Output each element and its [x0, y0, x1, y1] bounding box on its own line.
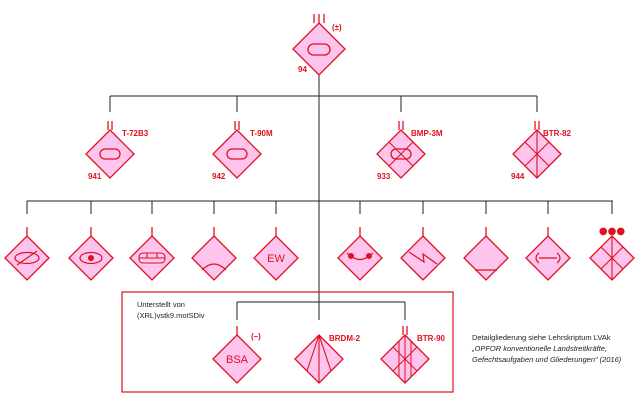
unit-diamond [337, 235, 383, 281]
note-line3: Gefechtsaufgaben und Gliederungen“ (2016… [472, 355, 622, 364]
unit-diamond [292, 22, 346, 76]
root-number: 94 [298, 65, 307, 74]
company-6[interactable] [337, 227, 383, 281]
connector-lines [26, 69, 613, 320]
battalion-t72b3[interactable]: T-72B3 941 [85, 121, 149, 181]
battalion-number: 941 [88, 172, 102, 181]
unit-diamond [463, 235, 509, 281]
battalion-designation: T-72B3 [122, 129, 149, 138]
subordinated-label-line1: Unterstellt von [137, 300, 185, 309]
company-2[interactable] [68, 227, 114, 281]
battalion-number: 944 [511, 172, 525, 181]
unit-diamond [212, 334, 262, 384]
bsa-label: BSA [226, 354, 249, 366]
company-5[interactable]: EW [253, 227, 299, 281]
battalion-btr82[interactable]: BTR-82 944 [511, 121, 572, 181]
signal-zigzag-icon [408, 251, 438, 265]
unit-btr90[interactable]: BTR-90 [380, 326, 446, 384]
root-modifier: (±) [332, 23, 342, 32]
transport-rect-icon [138, 252, 166, 264]
unit-diamond [253, 235, 299, 281]
company-8[interactable] [463, 227, 509, 281]
battalion-designation: BTR-82 [543, 129, 572, 138]
battalion-bmp3m[interactable]: BMP-3M 933 [376, 121, 443, 181]
maintenance-wrench-icon [535, 252, 561, 264]
ifv-oval-cross-icon [388, 141, 414, 167]
battalion-designation: BMP-3M [411, 129, 443, 138]
arc-icon [201, 263, 227, 271]
echelon-battalion-icon [402, 326, 408, 335]
echelon-platoon-icon: ●●● [599, 226, 625, 237]
echelon-battalion-icon [234, 121, 240, 130]
battalion-number: 942 [212, 172, 226, 181]
unit-designation: BTR-90 [417, 334, 446, 343]
hq-oval-dot-icon [79, 251, 103, 265]
apc-cross-icon [524, 130, 550, 178]
echelon-battalion-icon [534, 121, 540, 130]
company-4[interactable] [191, 227, 237, 281]
note-line2: „OPFOR konventionelle Landstreitkräfte, [471, 344, 607, 353]
company-1[interactable] [4, 227, 50, 281]
echelon-battalion-icon [398, 121, 404, 130]
tank-oval-icon [226, 148, 248, 160]
echelon-regiment-icon [313, 14, 325, 23]
unit-designation: BRDM-2 [329, 334, 361, 343]
armoured-infantry-oval-icon [307, 43, 331, 56]
battalion-number: 933 [377, 172, 391, 181]
subordinated-box-frame [121, 291, 454, 393]
company-7[interactable] [400, 227, 446, 281]
company-10[interactable]: ●●● [589, 226, 635, 281]
root-unit[interactable]: (±) 94 [292, 14, 346, 76]
company-9[interactable] [525, 227, 571, 281]
recon-fan-icon [306, 334, 332, 383]
unit-brdm2[interactable]: BRDM-2 [294, 334, 361, 384]
unit-diamond [212, 129, 262, 179]
engineer-oval-slash-icon [14, 250, 40, 266]
artillery-cross-icon [600, 236, 624, 280]
echelon-battalion-icon [107, 121, 113, 130]
battalion-t90m[interactable]: T-90M 942 [212, 121, 273, 181]
battalion-designation: T-90M [250, 129, 273, 138]
note-line1: Detailgliederung siehe Lehrskriptum LVAk [472, 333, 611, 342]
apc-cross-stripes-icon [392, 335, 418, 383]
unit-bsa[interactable]: BSA (–) [212, 326, 262, 384]
unit-diamond [85, 129, 135, 179]
chemical-icon [346, 252, 374, 261]
company-3[interactable] [129, 227, 175, 281]
bsa-modifier: (–) [251, 332, 261, 341]
unit-diamond [191, 235, 237, 281]
electronic-warfare-label: EW [267, 253, 285, 265]
subordinated-label-line2: (XRL)vstk9.motSDiv [137, 311, 205, 320]
tank-oval-icon [99, 148, 121, 160]
